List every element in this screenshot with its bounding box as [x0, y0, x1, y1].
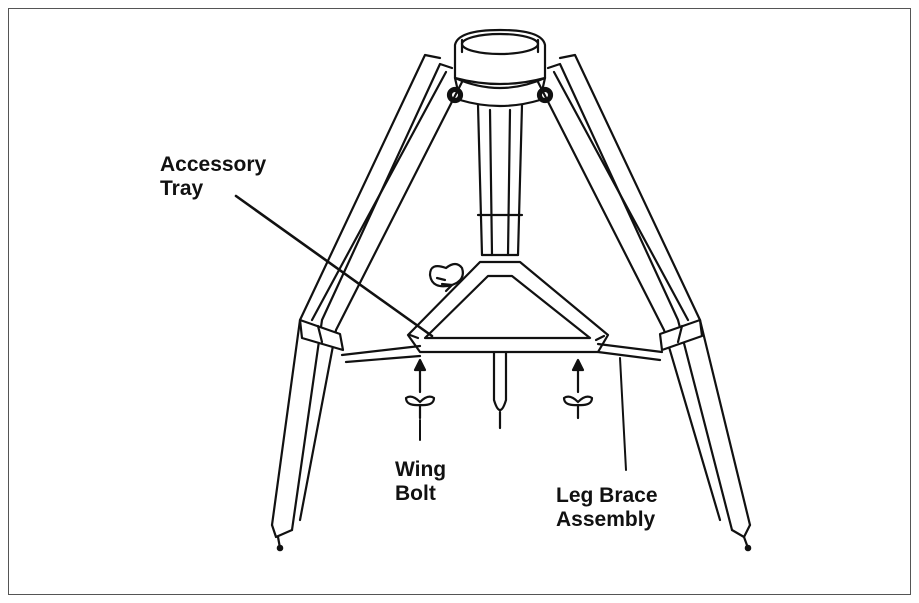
accessory-tray-leader [234, 194, 434, 338]
rotation-arrow-icon [428, 262, 464, 293]
left-leg [270, 53, 464, 552]
tripod-head [446, 28, 554, 108]
wing-bolt-right-icon [562, 358, 594, 420]
rear-leg [476, 103, 524, 430]
accessory-tray-label-line1: Accessory [160, 153, 267, 176]
leg-brace-label: Leg Brace Assembly [556, 484, 658, 532]
accessory-tray-label: Accessory Tray [160, 153, 266, 201]
accessory-tray [406, 260, 610, 354]
leg-brace-label-line2: Assembly [556, 508, 656, 531]
leg-brace-assembly [340, 342, 664, 364]
wing-bolt-left-icon [404, 358, 436, 420]
wing-bolt-label-line2: Bolt [395, 482, 436, 505]
leg-brace-leader [619, 357, 627, 471]
wing-bolt-label: Wing Bolt [395, 458, 446, 506]
leg-brace-label-line1: Leg Brace [556, 484, 658, 507]
wing-bolt-label-line1: Wing [395, 458, 447, 481]
right-leg [536, 53, 752, 552]
accessory-tray-label-line2: Tray [160, 177, 204, 200]
